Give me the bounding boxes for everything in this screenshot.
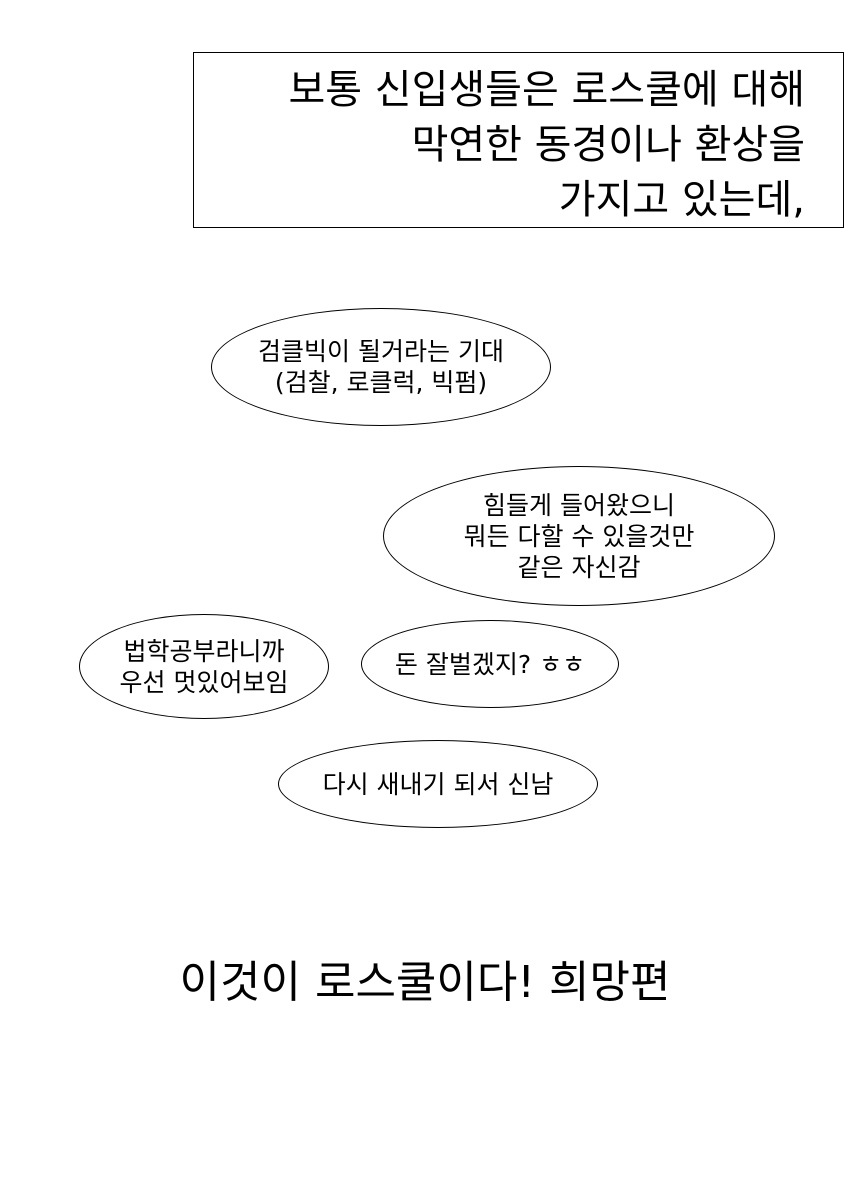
bubble-text: 힘들게 들어왔으니 <box>483 490 675 520</box>
bubble-text: 돈 잘벌겠지? ㅎㅎ <box>394 649 586 679</box>
thought-bubble-freshman: 다시 새내기 되서 신남 <box>278 740 598 828</box>
bubble-text: 뭐든 다할 수 있을것만 <box>463 521 695 551</box>
page-title: 이것이 로스쿨이다! 희망편 <box>179 957 671 1008</box>
bubble-text: 검클빅이 될거라는 기대 <box>258 337 504 366</box>
caption-line: 보통 신입생들은 로스쿨에 대해 <box>288 67 805 113</box>
thought-bubble-confidence: 힘들게 들어왔으니 뭐든 다할 수 있을것만 같은 자신감 <box>383 466 775 606</box>
thought-bubble-law-study: 법학공부라니까 우선 멋있어보임 <box>79 614 329 719</box>
caption-line: 막연한 동경이나 환상을 <box>411 122 805 168</box>
bubble-text: 같은 자신감 <box>517 552 641 582</box>
caption-line: 가지고 있는데, <box>558 177 805 223</box>
bubble-text: 다시 새내기 되서 신남 <box>322 769 554 799</box>
narration-caption-box: 보통 신입생들은 로스쿨에 대해 막연한 동경이나 환상을 가지고 있는데, <box>193 52 844 228</box>
thought-bubble-money: 돈 잘벌겠지? ㅎㅎ <box>361 620 619 708</box>
bubble-text: 우선 멋있어보임 <box>119 667 289 697</box>
bubble-text: (검찰, 로클럭, 빅펌) <box>274 368 488 397</box>
bubble-text: 법학공부라니까 <box>123 636 285 666</box>
thought-bubble-expectation: 검클빅이 될거라는 기대 (검찰, 로클럭, 빅펌) <box>211 308 551 426</box>
